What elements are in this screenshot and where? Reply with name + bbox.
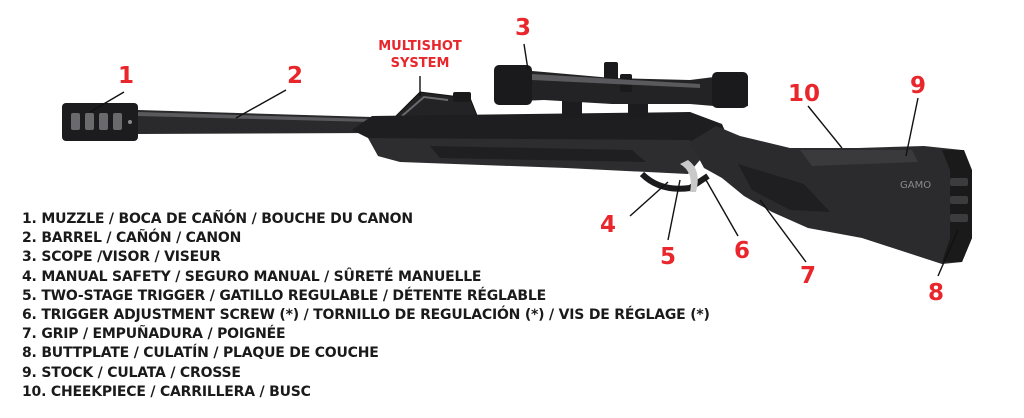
legend-item: 4. MANUAL SAFETY / SEGURO MANUAL / SÛRET… bbox=[22, 268, 482, 285]
muzzle-vent bbox=[71, 113, 80, 130]
scope-eyepiece bbox=[712, 72, 748, 108]
leader-line-10 bbox=[807, 105, 843, 149]
callout-5: 5 bbox=[660, 244, 677, 270]
trigger-shape bbox=[680, 160, 698, 192]
leader-line-2 bbox=[235, 89, 287, 119]
callout-2: 2 bbox=[287, 63, 304, 89]
scope-objective bbox=[494, 65, 532, 105]
parts-legend: 1. MUZZLE / BOCA DE CAÑÓN / BOUCHE DU CA… bbox=[22, 210, 710, 402]
muzzle-vent bbox=[113, 113, 122, 130]
scope-highlight bbox=[532, 74, 700, 88]
scope-mount-front bbox=[562, 98, 582, 118]
legend-item: 9. STOCK / CULATA / CROSSE bbox=[22, 364, 241, 381]
callout-6: 6 bbox=[734, 238, 751, 264]
muzzle-screw bbox=[128, 120, 132, 124]
leader-line-7 bbox=[759, 199, 807, 263]
callout-4: 4 bbox=[600, 212, 617, 238]
legend-item: 10. CHEEKPIECE / CARRILLERA / BUSC bbox=[22, 383, 311, 400]
buttplate-rib bbox=[950, 214, 968, 222]
legend-item: 2. BARREL / CAÑÓN / CANON bbox=[22, 230, 242, 247]
cheekpiece-shape bbox=[800, 150, 918, 166]
stock-shape bbox=[690, 126, 972, 264]
leader-line-6 bbox=[705, 179, 739, 237]
legend-item: 6. TRIGGER ADJUSTMENT SCREW (*) / TORNIL… bbox=[22, 307, 710, 324]
callout-10: 10 bbox=[788, 81, 821, 107]
multishot-line-2: SYSTEM bbox=[390, 56, 450, 71]
forend-panel bbox=[430, 146, 646, 162]
barrel-highlight bbox=[138, 112, 372, 122]
multishot-line-1: MULTISHOT bbox=[378, 39, 462, 54]
leader-line-3 bbox=[523, 43, 529, 71]
buttplate-rib bbox=[950, 178, 968, 186]
stock-grip-panel bbox=[738, 164, 830, 212]
legend-item: 5. TWO-STAGE TRIGGER / GATILLO REGULABLE… bbox=[22, 287, 546, 304]
brand-mark: GAMO bbox=[900, 180, 931, 191]
legend-item: 7. GRIP / EMPUÑADURA / POIGNÉE bbox=[22, 326, 286, 343]
multishot-loop bbox=[401, 95, 449, 117]
leader-line-5 bbox=[667, 179, 681, 241]
leader-lines bbox=[89, 43, 959, 277]
trigger-guard bbox=[639, 171, 710, 192]
multishot-cap bbox=[453, 92, 471, 102]
callout-8: 8 bbox=[928, 280, 945, 306]
leader-line-8 bbox=[937, 229, 959, 277]
callout-9: 9 bbox=[910, 73, 927, 99]
callout-7: 7 bbox=[800, 263, 817, 289]
multishot-label: MULTISHOT SYSTEM bbox=[372, 38, 468, 72]
receiver-shape bbox=[352, 112, 728, 142]
legend-item: 1. MUZZLE / BOCA DE CAÑÓN / BOUCHE DU CA… bbox=[22, 211, 413, 227]
muzzle-vent bbox=[99, 113, 108, 130]
legend-item: 8. BUTTPLATE / CULATÍN / PLAQUE DE COUCH… bbox=[22, 345, 379, 362]
muzzle-vent bbox=[85, 113, 94, 130]
leader-line-9 bbox=[905, 97, 919, 157]
callout-3: 3 bbox=[515, 15, 532, 41]
buttplate-rib bbox=[950, 196, 968, 204]
leader-line-1 bbox=[89, 91, 125, 113]
legend-item: 3. SCOPE /VISOR / VISEUR bbox=[22, 249, 221, 266]
scope-turret-top bbox=[604, 62, 618, 80]
leader-line-4 bbox=[629, 181, 669, 217]
callout-1: 1 bbox=[118, 63, 135, 89]
